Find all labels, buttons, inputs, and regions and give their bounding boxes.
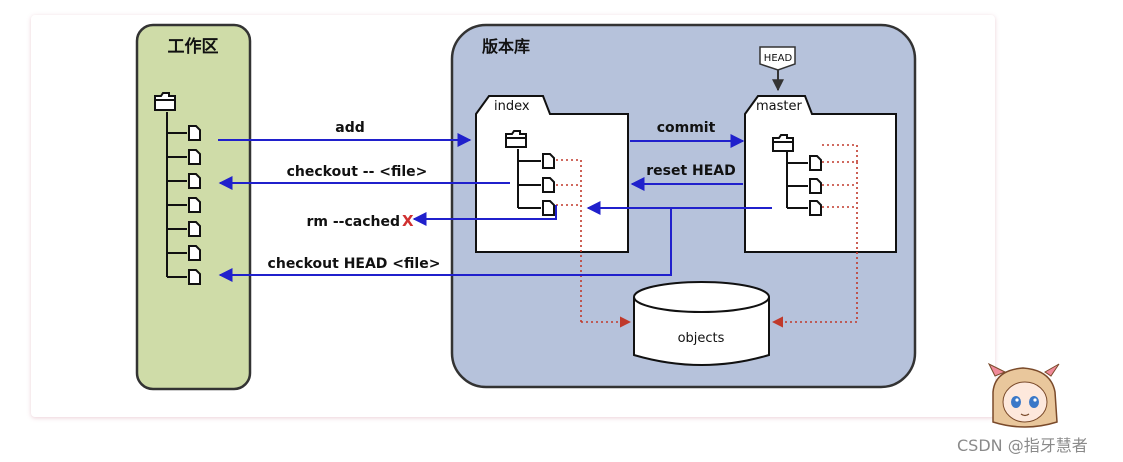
workspace-panel: 工作区 [135, 23, 252, 391]
file-icon [809, 200, 822, 216]
master-label: master [756, 99, 802, 114]
head-label: HEAD [764, 53, 793, 64]
folder-icon [154, 92, 176, 111]
file-icon [809, 155, 822, 171]
checkout-head-label: checkout HEAD <file> [268, 256, 441, 272]
workspace-file-tree [167, 125, 201, 285]
file-icon [542, 177, 555, 193]
command-arrows [218, 133, 772, 282]
rm-cached-x: X [402, 212, 414, 230]
master-box: master [744, 95, 897, 253]
index-label: index [494, 99, 530, 114]
objects-store: objects [633, 281, 770, 366]
file-icon [542, 153, 555, 169]
repository-title: 版本库 [481, 37, 530, 56]
folder-icon [772, 134, 794, 152]
checkout-head-arrow [218, 207, 772, 282]
file-icon [188, 221, 201, 237]
rm-cached-arrow [412, 205, 557, 226]
file-icon [188, 125, 201, 141]
folder-icon [505, 130, 527, 148]
file-icon [188, 173, 201, 189]
index-objects-links [556, 159, 632, 328]
file-icon [809, 178, 822, 194]
objects-label: objects [678, 331, 725, 346]
head-tag: HEAD [759, 46, 796, 92]
reset-head-label: reset HEAD [646, 163, 736, 179]
file-icon [188, 245, 201, 261]
workspace-title: 工作区 [168, 36, 219, 57]
file-icon [188, 149, 201, 165]
commit-label: commit [657, 120, 716, 136]
master-file-tree [787, 155, 822, 216]
file-icon [542, 200, 555, 216]
index-box: index [475, 95, 629, 253]
index-file-tree [518, 153, 555, 216]
watermark: CSDN @指牙慧者 [957, 436, 1088, 455]
file-icon [188, 197, 201, 213]
rm-cached-label: rm --cached [306, 214, 400, 230]
master-objects-links [771, 144, 858, 328]
mascot-avatar [987, 362, 1060, 428]
add-label: add [335, 120, 365, 136]
file-icon [188, 269, 201, 285]
checkout-file-label: checkout -- <file> [287, 164, 428, 180]
